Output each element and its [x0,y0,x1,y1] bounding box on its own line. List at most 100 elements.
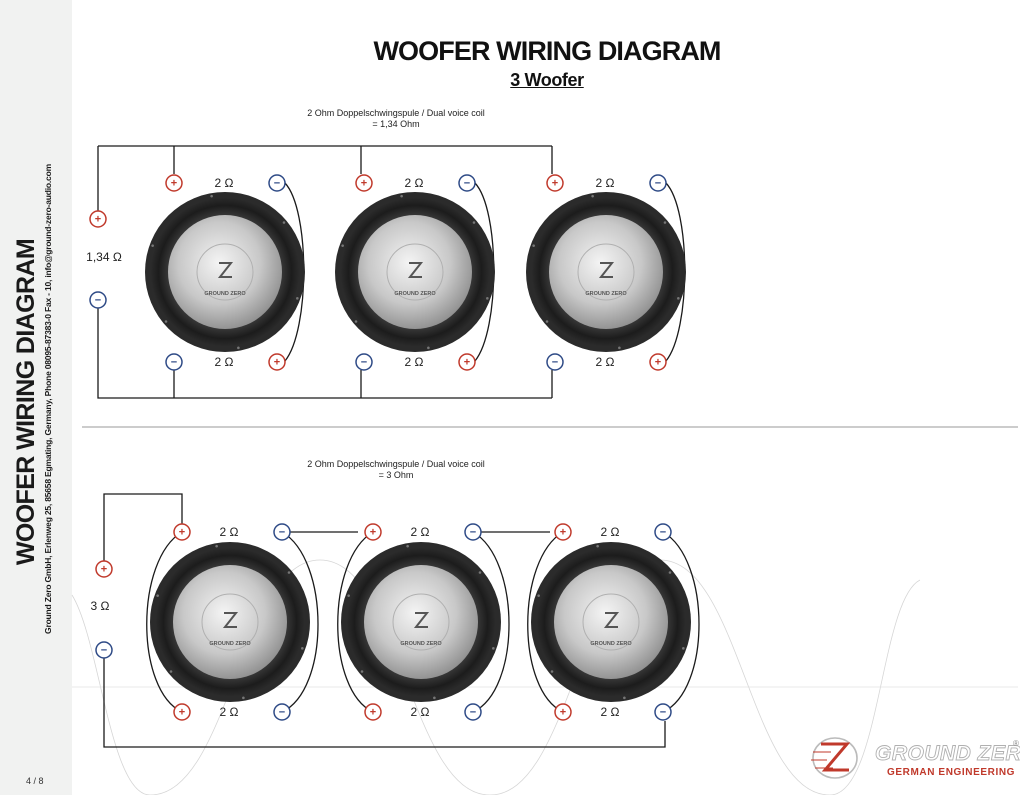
minus-terminal-circle [546,353,564,371]
minus-terminal-circle [165,353,183,371]
coil-minus-terminal: − [546,353,564,371]
minus-terminal-circle [654,523,672,541]
coil-minus-terminal: − [165,353,183,371]
woofer-top-3: GROUND ZERO [526,192,686,352]
coil-jumper [662,531,700,713]
woofer-screw [591,194,594,198]
minus-terminal-circle [268,174,286,192]
woofer-screw [210,194,213,198]
minus-sign: − [361,357,367,369]
woofer-screw [427,346,430,350]
minus-terminal-circle [89,291,107,309]
coil-impedance-label: 2 Ω [411,705,430,719]
woofer-screw [400,194,403,198]
minus-sign: − [279,707,285,719]
minus-sign: − [101,645,107,657]
plus-terminal-circle [268,353,286,371]
woofer-screw [151,244,154,247]
woofer-bottom-3: GROUND ZERO [531,542,691,702]
woofer-screw [532,244,535,247]
coil-impedance-label: 2 Ω [596,355,615,369]
woofer-screw [156,594,159,597]
coil-jumper [146,531,183,713]
coil-impedance-label: 2 Ω [405,176,424,190]
total-impedance-label: 1,34 Ω [86,250,122,264]
plus-sign: + [274,357,280,369]
woofer-screw [478,571,482,574]
woofer-screw [242,696,245,700]
woofer-screw [550,670,554,673]
woofer-screw [406,544,409,548]
minus-terminal-circle [95,641,113,659]
coil-impedance-label: 2 Ω [601,525,620,539]
coil-jumper [527,531,564,713]
coil-minus-terminal: − [273,703,291,721]
plus-terminal-circle [554,523,572,541]
amp-plus-terminal: + [89,210,107,228]
minus-terminal-circle [464,523,482,541]
woofer-screw [663,221,667,224]
plus-terminal-circle [546,174,564,192]
coil-minus-terminal: − [355,353,373,371]
coil-impedance-label: 2 Ω [220,525,239,539]
woofer-screw [215,544,218,548]
woofer-brand-label: GROUND ZERO [394,291,436,297]
coil-impedance-label: 2 Ω [215,176,234,190]
minus-terminal-circle [649,174,667,192]
minus-sign: − [464,178,470,190]
coil-minus-terminal: − [273,523,291,541]
woofer-screw [677,297,680,300]
amp-minus-terminal: − [89,291,107,309]
logo-registered: ® [1013,739,1019,748]
minus-sign: − [279,527,285,539]
minus-terminal-circle [273,523,291,541]
page-subtitle: 3 Woofer [510,70,584,90]
coil-plus-terminal: + [458,353,476,371]
minus-terminal-circle [654,703,672,721]
minus-sign: − [552,357,558,369]
woofer-screw [668,571,672,574]
woofer-logo-icon [217,262,234,278]
woofer-screw [354,320,358,323]
plus-sign: + [464,357,470,369]
labels: 2 Ω2 Ω2 Ω2 Ω2 Ω2 Ω1,34 Ω2 Ω2 Ω2 Ω2 Ω2 Ω2… [86,176,619,719]
plus-terminal-circle [173,523,191,541]
woofer-brand-label: GROUND ZERO [585,291,627,297]
woofer-dustcap [577,243,635,301]
coil-plus-terminal: + [364,703,382,721]
coil-minus-terminal: − [464,523,482,541]
total-impedance-label: 3 Ω [91,599,110,613]
coil-impedance-label: 2 Ω [601,705,620,719]
minus-sign: − [171,357,177,369]
coil-jumper [472,531,510,713]
coil-plus-terminal: + [165,174,183,192]
woofer-brand-label: GROUND ZERO [590,641,632,647]
plus-sign: + [560,527,566,539]
woofer-dustcap [201,593,259,651]
coil-minus-terminal: − [654,523,672,541]
woofer-dustcap [582,593,640,651]
woofer-screw [537,594,540,597]
plus-terminal-circle [554,703,572,721]
woofer-screw [486,297,489,300]
woofer-screw [341,244,344,247]
coil-impedance-label: 2 Ω [405,355,424,369]
coil-plus-terminal: + [355,174,373,192]
woofer-logo-icon [603,612,620,628]
coil-plus-terminal: + [173,523,191,541]
woofer-screw [282,221,286,224]
woofer-logo-icon [413,612,430,628]
plus-terminal-circle [355,174,373,192]
parallel-bottom-bus [97,308,552,399]
amp-plus-terminal: + [95,560,113,578]
woofer-screw [237,346,240,350]
coil-plus-terminal: + [268,353,286,371]
woofer-screw [360,670,364,673]
coil-impedance-label: 2 Ω [220,705,239,719]
plus-sign: + [179,707,185,719]
diagram1-caption: 2 Ohm Doppelschwingspule / Dual voice co… [246,108,546,130]
woofer-screw [347,594,350,597]
minus-terminal-circle [464,703,482,721]
plus-sign: + [370,527,376,539]
